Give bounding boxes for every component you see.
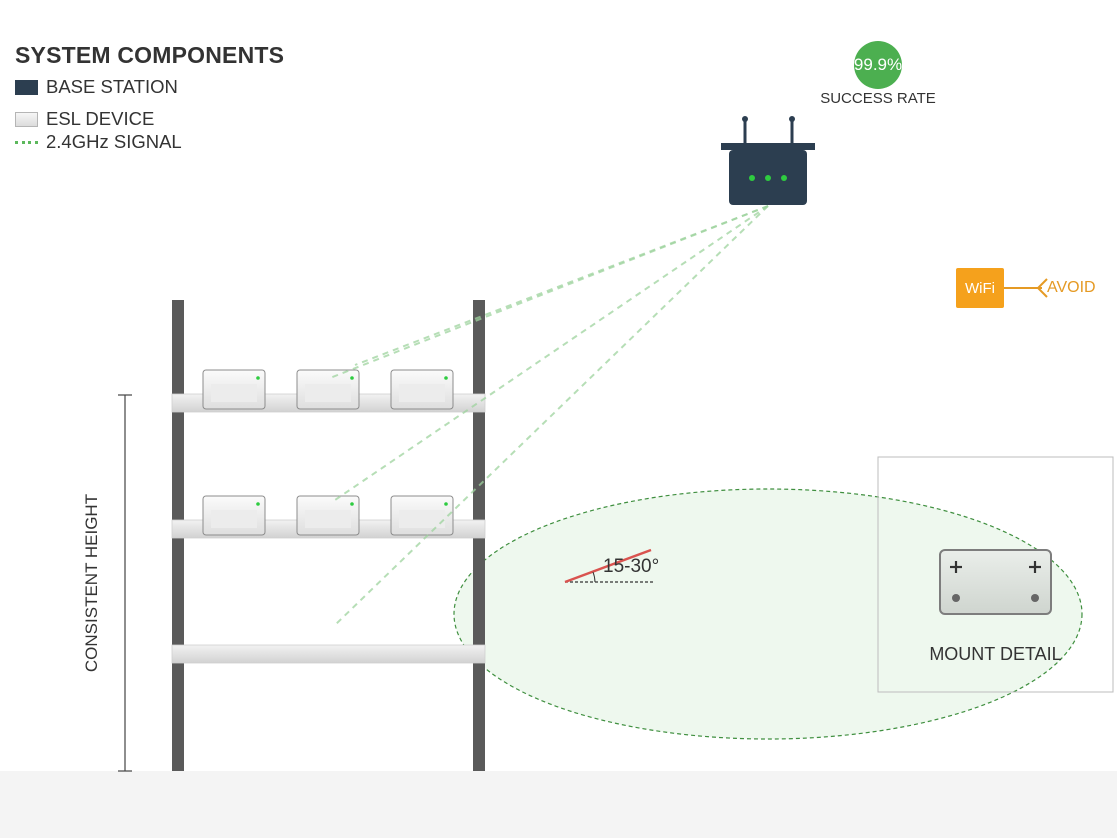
signal-line [334,205,769,501]
esl-device [202,495,266,536]
esl-device [202,369,266,410]
success-rate-label: SUCCESS RATE [820,90,936,107]
mount-device [939,549,1052,615]
esl-device [296,495,360,536]
status-led [765,175,771,181]
mount-hole [952,594,960,602]
esl-device [390,369,454,410]
signal-line [334,205,769,626]
esl-led [444,502,448,506]
mount-detail-label: MOUNT DETAIL [929,644,1062,664]
status-led [749,175,755,181]
legend-title: SYSTEM COMPONENTS [15,42,285,68]
mount-hole [1031,594,1039,602]
esl-device [390,495,454,536]
legend-label: BASE STATION [46,76,178,97]
esl-led [350,376,354,380]
success-rate-badge: 99.9% [854,41,902,89]
esl-device-swatch [15,111,38,127]
angle-label: 15-30° [603,556,660,577]
mount-detail-box [877,456,1114,693]
legend-label: 2.4GHz SIGNAL [46,131,182,152]
shelf-bottom [171,644,486,664]
signal-beams [329,205,769,626]
screw-icon [1029,561,1041,573]
avoid-connector [1004,278,1048,298]
legend-label: ESL DEVICE [46,108,155,129]
base-station [721,116,815,205]
height-dimension [118,394,132,772]
base-station-swatch [15,79,38,95]
esl-led [256,502,260,506]
screw-icon [950,561,962,573]
legend-item-signal: 2.4GHz SIGNAL [15,131,182,152]
signal-swatch [15,140,38,144]
esl-device [296,369,360,410]
angle-indicator [564,548,655,584]
coverage-ellipse [453,488,1083,740]
status-led [781,175,787,181]
signal-line [354,205,769,366]
esl-led [444,376,448,380]
avoid-label: AVOID [1047,279,1096,296]
esl-led [350,502,354,506]
esl-led [256,376,260,380]
tilt-line [564,548,652,584]
wifi-badge: WiFi [956,268,1004,308]
legend-item-base-station: BASE STATION [15,76,178,97]
legend-item-esl-device: ESL DEVICE [15,108,155,129]
floor [0,771,1117,838]
height-label: CONSISTENT HEIGHT [82,493,101,673]
